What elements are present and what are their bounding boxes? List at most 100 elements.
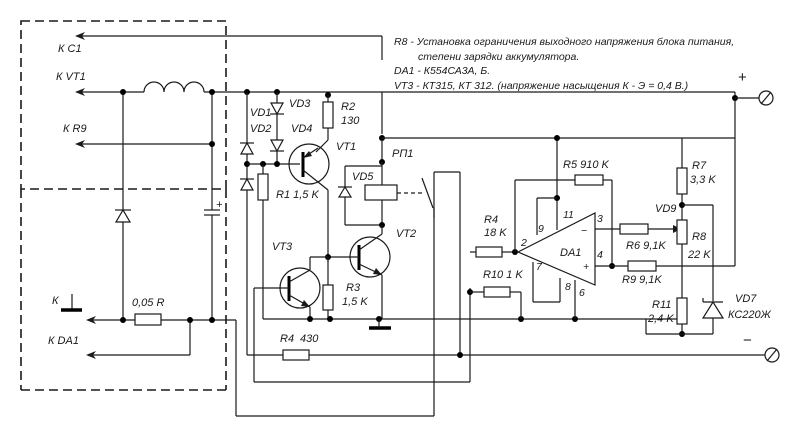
label-vt2: VT2 [396,228,416,240]
terminal-minus[interactable] [764,347,780,363]
resistor-r11 [676,297,688,325]
note-line-4: VT3 - КТ315, КТ 312. (напряжение насыщен… [394,80,688,92]
resistor-r2 [322,101,334,129]
junction [209,141,215,147]
arrow-icon [75,88,85,96]
junction [209,89,215,95]
junction [120,317,126,323]
note-line-2: степени зарядки аккумулятора. [418,51,579,63]
terminal-plus[interactable] [758,90,774,106]
junction [554,135,560,141]
resistor-r6 [619,223,649,235]
resistor-r10 [483,286,511,298]
pin-9: 9 [538,223,544,235]
potentiometer-r8 [676,219,688,245]
pin-minus: − [581,225,587,237]
arrow-icon [86,351,96,359]
resistor-r1 [257,173,269,201]
label-vd5: VD5 [352,171,374,183]
label-da1: DA1 [560,247,581,259]
pin-7: 7 [536,261,543,273]
transistor-vt2 [328,225,391,319]
label-terminal-minus: − [743,332,752,349]
label-relay: РП1 [392,148,413,160]
wire-to-c1 [75,32,383,60]
pin-3: 3 [597,213,603,225]
label-r11-name: R11 [652,299,671,311]
zener-vd7-icon [701,300,725,319]
label-vt3: VT3 [272,241,293,253]
diode-vd3-icon [269,102,285,116]
pin-6: 6 [579,287,585,299]
relay-contact [421,177,434,209]
label-r9: R9 9,1K [622,274,662,286]
label-r5: R5 910 K [563,159,610,171]
label-r11-value: 2,4 K [647,313,674,325]
label-r2-name: R2 [341,101,355,113]
diode-vd1-icon [239,141,255,155]
arrow-icon [75,140,85,148]
label-shunt: 0,05 R [132,297,164,309]
resistor-r9 [627,260,657,272]
power-block-boundary [20,20,227,190]
diode-vd2-icon [239,177,255,191]
label-r4-name: R4 [484,214,498,226]
shunt-resistor [134,313,162,326]
label-vd3: VD3 [289,98,311,110]
arrow-icon [75,32,85,40]
note-line-3: DA1 - К554СА3А, Б. [394,65,490,77]
pin-plus: + [583,261,589,273]
junction [457,352,463,358]
resistor-r4 [475,246,503,258]
label-r8-name: R8 [692,231,707,243]
label-vt1: VT1 [336,141,356,153]
label-vd7-name: VD7 [735,293,757,305]
label-r4-bottom-value: 430 [300,333,319,345]
label-vd1: VD1 [250,107,271,119]
resistor-r4-bottom [282,349,310,361]
inductor-coil [143,81,205,93]
opamp-da1 [516,212,596,286]
label-k-c1: К С1 [58,43,82,55]
label-r7-value: 3,3 K [690,174,716,186]
pin-2: 2 [520,237,527,249]
label-vd4: VD4 [291,123,312,135]
diode-vd4-icon [269,139,285,153]
pin-11: 11 [563,209,574,221]
label-r3-value: 1,5 K [342,296,368,308]
label-k-r9: К R9 [63,123,87,135]
label-r7-name: R7 [692,160,707,172]
diode-vd5-icon [337,185,353,198]
label-r4-bottom-name: R4 [280,333,294,345]
label-r6: R6 9,1K [626,240,666,252]
arrow-icon [86,316,96,324]
label-r4-value: 18 K [484,227,507,239]
junction [327,316,333,322]
label-k-ground: К [52,295,59,307]
junction [120,89,126,95]
label-vd2: VD2 [250,123,271,135]
label-terminal-plus: + [738,69,747,86]
wire-to-vt1 [75,81,735,96]
resistor-r5 [574,174,604,186]
freewheel-diode-icon [114,208,132,223]
capacitor-polarity: + [216,199,223,211]
resistor-r7 [676,167,688,195]
junction [274,161,280,167]
wire-to-r9 [75,140,212,148]
note-line-1: R8 - Установка ограничения выходного нап… [394,36,734,48]
transistor-vt1 [288,143,330,262]
pin-8: 8 [565,281,571,293]
label-r1: R1 1,5 K [276,189,319,201]
resistor-r3 [322,284,334,311]
label-r3-name: R3 [346,282,361,294]
label-k-vt1: К VT1 [56,71,86,83]
label-r10: R10 1 K [483,269,523,281]
pin-4: 4 [597,249,603,261]
label-k-da1: К DA1 [48,335,79,347]
label-r2-value: 130 [341,115,360,127]
label-vd7-value: КС220Ж [728,309,772,321]
relay-coil [364,184,398,201]
junction [187,317,193,323]
